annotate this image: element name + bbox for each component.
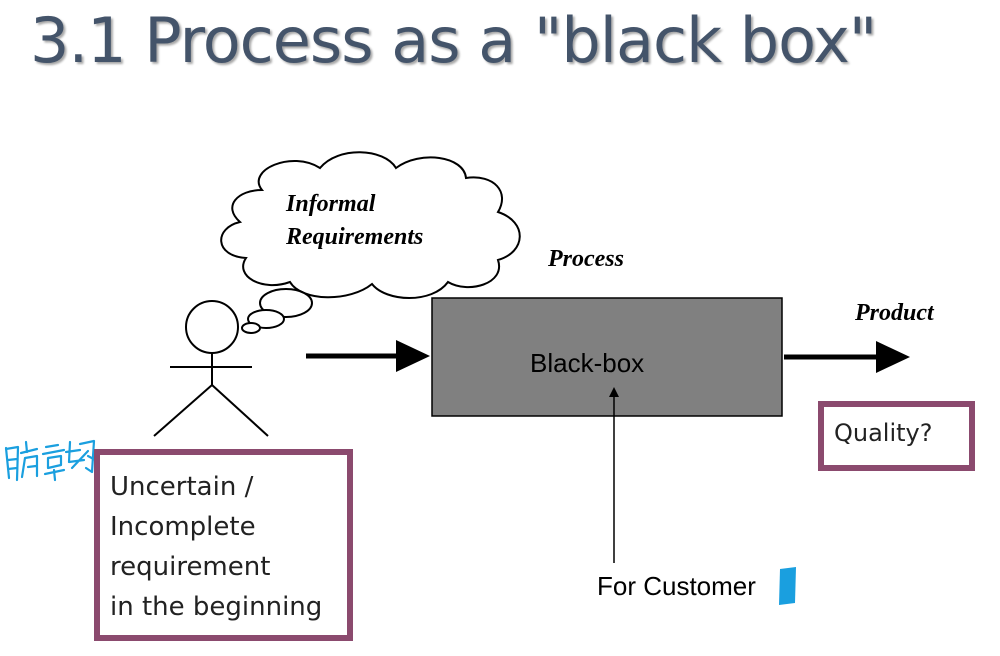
handwritten-annotation	[4, 439, 101, 482]
thought-line-1: Informal	[286, 191, 376, 217]
black-box-label: Black-box	[530, 348, 645, 378]
requirement-line-3: requirement	[110, 552, 271, 582]
stick-figure-user	[153, 300, 269, 437]
process-label: Process	[548, 246, 624, 272]
slide-title: 3.1 Process as a "black box"	[30, 4, 877, 77]
requirement-line-2: Incomplete	[110, 512, 256, 542]
thought-text: Informal Requirements	[286, 188, 423, 254]
thought-cloud	[220, 151, 521, 299]
input-arrow	[306, 340, 430, 372]
customer-label: For Customer	[597, 571, 756, 601]
black-box	[431, 297, 783, 417]
pen-highlight-mark	[779, 567, 796, 605]
quality-note: Quality?	[818, 401, 975, 471]
output-arrow	[784, 341, 910, 373]
requirement-note: Uncertain / Incomplete requirement in th…	[94, 449, 353, 641]
product-label: Product	[855, 300, 934, 326]
thought-line-2: Requirements	[286, 224, 424, 250]
requirement-line-1: Uncertain /	[110, 472, 254, 502]
thought-bubble-small	[241, 322, 261, 334]
requirement-line-4: in the beginning	[110, 592, 323, 622]
